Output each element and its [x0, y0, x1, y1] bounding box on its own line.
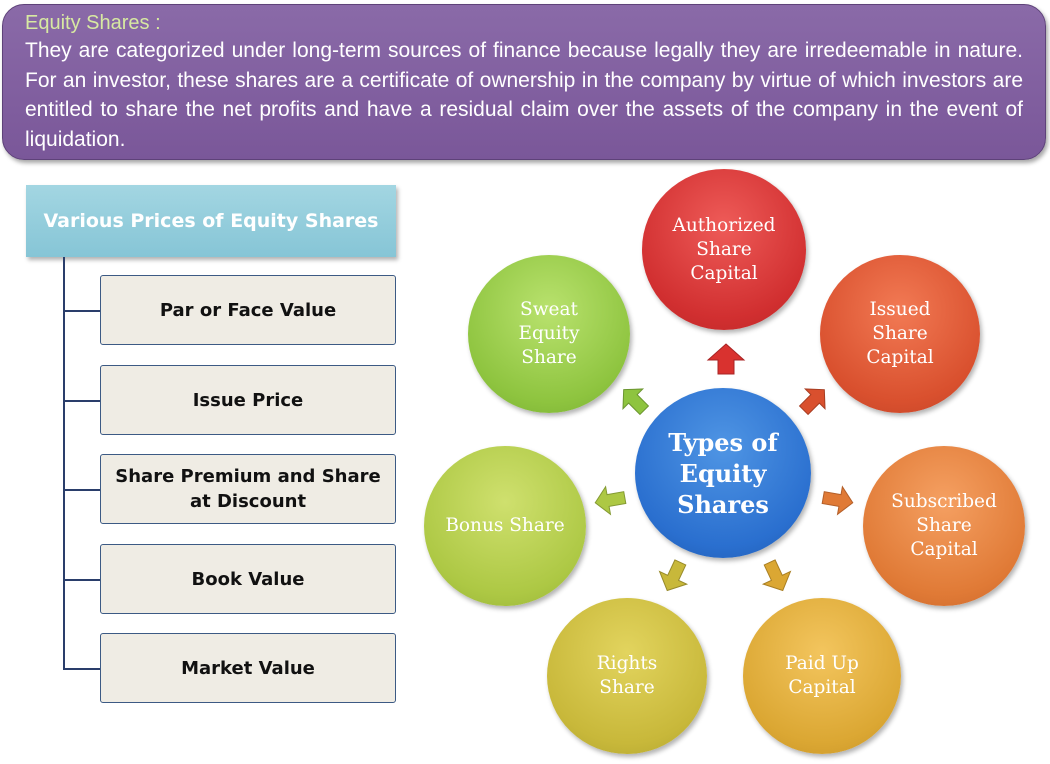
arrow-up-left-icon [622, 388, 650, 416]
type-circle-issued: Issued Share Capital [820, 255, 980, 413]
price-item-market-value: Market Value [100, 633, 396, 703]
prices-root-box: Various Prices of Equity Shares [26, 185, 396, 257]
arrow-down-right-icon [761, 559, 792, 592]
price-item-book-value: Book Value [100, 544, 396, 614]
arrow-left-icon [594, 485, 627, 516]
types-center-circle: Types of Equity Shares [635, 388, 811, 558]
tree-connector-vertical [63, 257, 65, 670]
type-label: Rights Share [596, 653, 658, 698]
tree-connector [63, 310, 100, 312]
tree-connector [63, 400, 100, 402]
type-circle-subscribed: Subscribed Share Capital [863, 446, 1025, 606]
tree-connector [63, 668, 100, 670]
price-item-par-value: Par or Face Value [100, 275, 396, 345]
type-label: Authorized Share Capital [672, 214, 776, 284]
price-item-share-premium: Share Premium and Share at Discount [100, 454, 396, 524]
arrow-up-icon [706, 343, 746, 375]
price-item-issue-price: Issue Price [100, 365, 396, 435]
type-label: Bonus Share [445, 515, 565, 536]
center-label: Types of Equity Shares [668, 427, 778, 519]
type-label: Subscribed Share Capital [891, 491, 997, 560]
description-banner: Equity Shares : They are categorized und… [2, 4, 1046, 160]
type-label: Sweat Equity Share [518, 299, 580, 368]
arrow-down-left-icon [658, 559, 689, 592]
type-circle-sweat-equity: Sweat Equity Share [468, 255, 630, 413]
banner-text: They are categorized under long-term sou… [25, 39, 1023, 151]
arrow-up-right-icon [798, 388, 826, 416]
type-circle-paid-up: Paid Up Capital [743, 598, 901, 754]
type-circle-authorized: Authorized Share Capital [642, 169, 806, 330]
arrow-right-icon [821, 485, 854, 516]
tree-connector [63, 489, 100, 491]
type-circle-rights: Rights Share [547, 598, 707, 754]
banner-title: Equity Shares : [25, 12, 161, 34]
type-circle-bonus: Bonus Share [424, 446, 586, 606]
type-label: Issued Share Capital [866, 299, 934, 368]
type-label: Paid Up Capital [785, 653, 859, 698]
tree-connector [63, 579, 100, 581]
